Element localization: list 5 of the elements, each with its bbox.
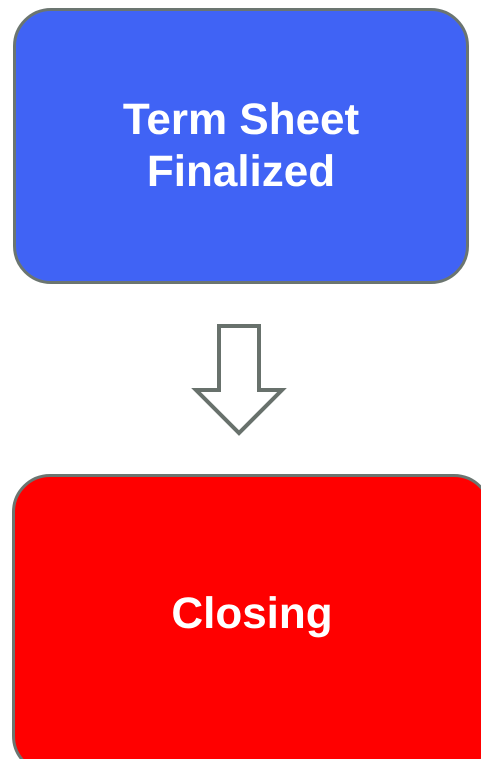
box-label: Closing <box>171 588 333 640</box>
box-label: Term Sheet Finalized <box>122 94 360 198</box>
process-box <box>12 474 481 759</box>
block-arrow <box>191 324 287 436</box>
process-box <box>13 8 469 284</box>
